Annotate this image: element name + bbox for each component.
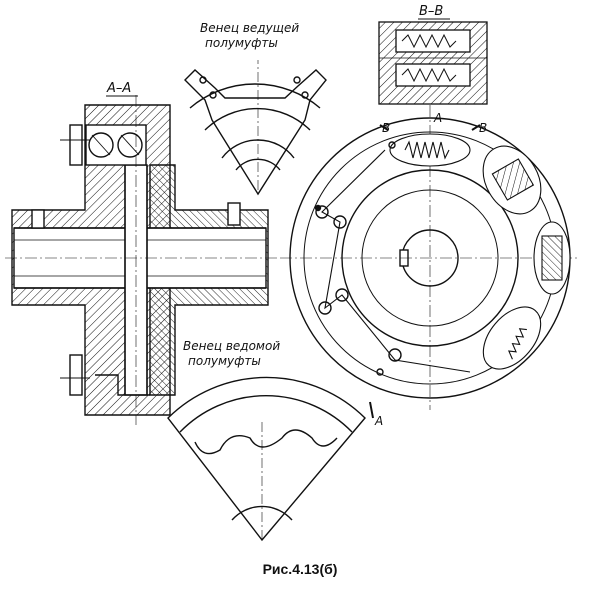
figure-caption: Рис.4.13(б) [262, 561, 338, 577]
mark-b-left-label: В [382, 121, 390, 135]
section-bb-label: В–В [419, 4, 443, 19]
lever-links [321, 149, 471, 373]
spring-pocket-1 [482, 145, 542, 215]
driven-rim-segment [167, 376, 366, 542]
driving-rim-segment [184, 60, 327, 196]
spring-pocket-3 [482, 306, 542, 370]
spring-pocket-top [389, 133, 471, 167]
driving-rim-label-1: Венец ведущей [200, 21, 299, 35]
section-bb-view [378, 21, 488, 105]
mark-a-label: А [433, 111, 442, 125]
section-aa-view [5, 95, 278, 425]
driven-rim-label-1: Венец ведомой [183, 339, 280, 353]
driven-rim-label-2: полумуфты [188, 354, 261, 368]
mark-b-right-label: В [479, 121, 487, 135]
bearing-top [85, 124, 147, 166]
section-aa-label: А–А [106, 81, 131, 96]
spring-pocket-2 [533, 221, 571, 295]
face-view [280, 105, 580, 419]
cut-a-label: А [374, 414, 383, 428]
driving-rim-label-2: полумуфты [205, 36, 278, 50]
